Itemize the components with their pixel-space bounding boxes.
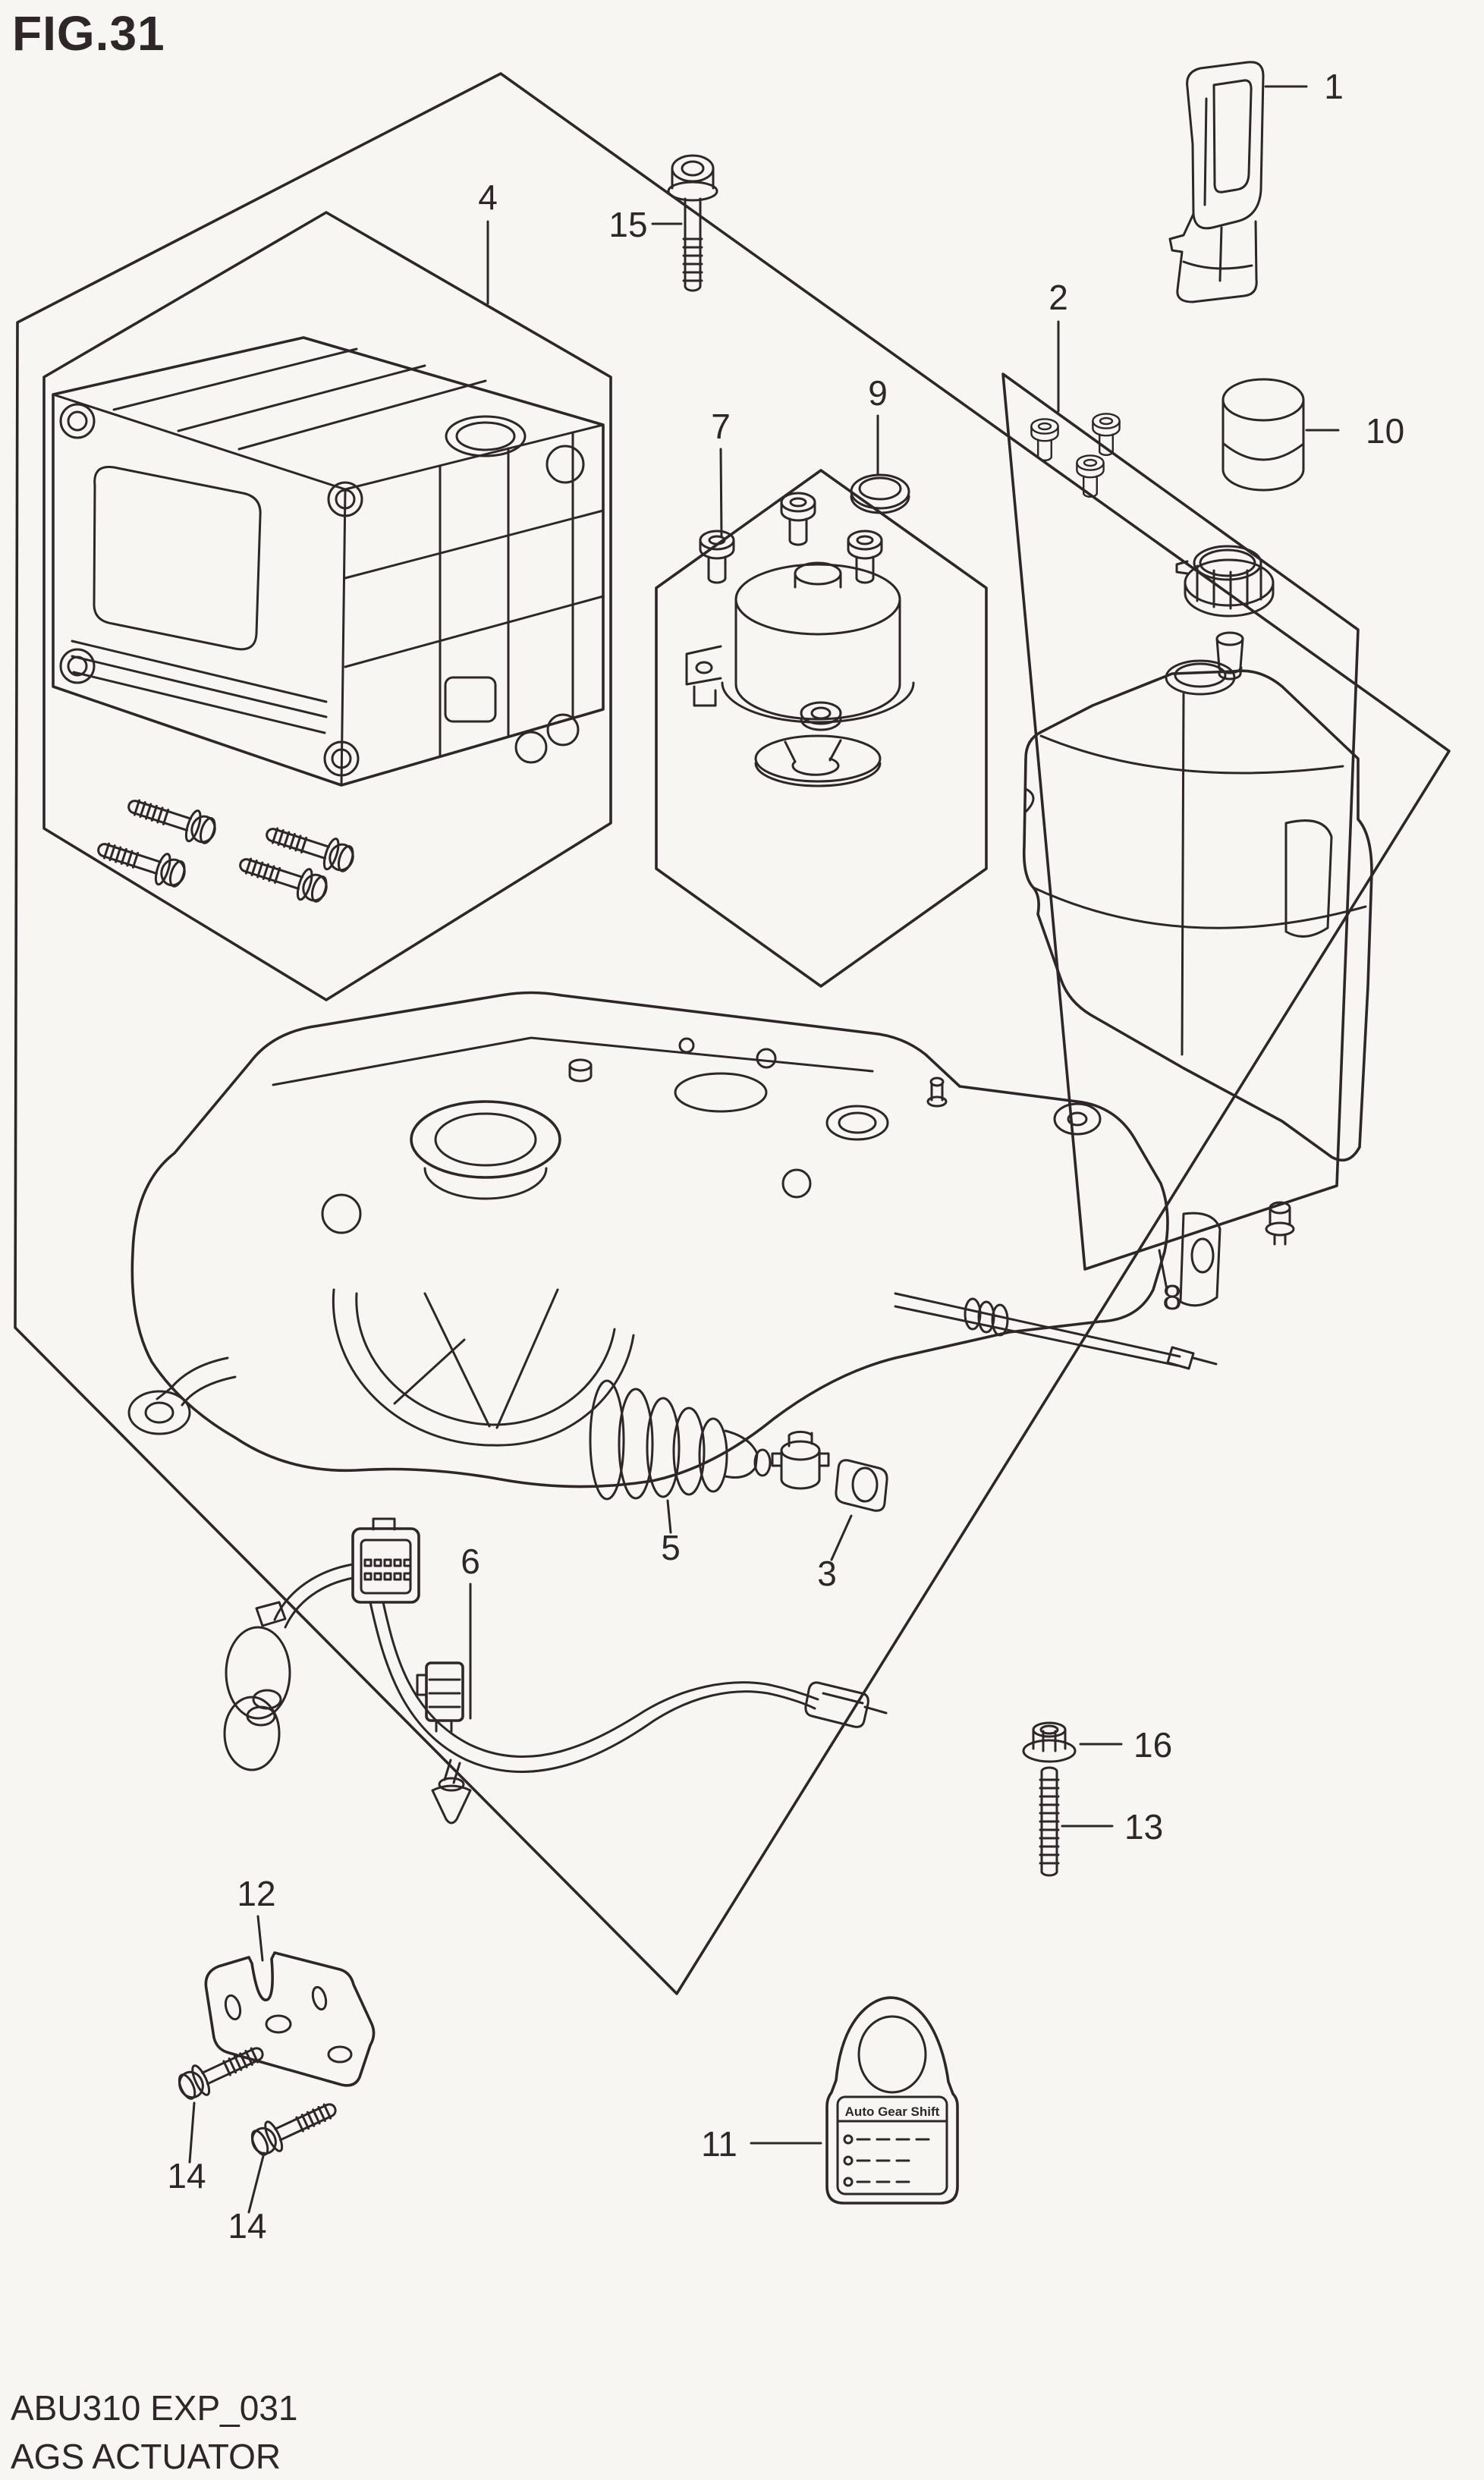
callout-8: 8 — [1162, 1278, 1182, 1317]
callout-2: 2 — [1049, 278, 1068, 317]
mount-bracket — [204, 1951, 376, 2087]
callout-16: 16 — [1133, 1725, 1172, 1765]
callout-7: 7 — [711, 407, 731, 446]
wiring-harness — [223, 1517, 888, 1825]
callout-5: 5 — [661, 1528, 681, 1567]
bracket-bolts — [173, 2035, 343, 2161]
joint-set — [771, 1430, 888, 1512]
callout-9: 9 — [868, 373, 888, 413]
footer-title: AGS ACTUATOR — [11, 2437, 281, 2476]
figure-title: FIG.31 — [12, 6, 165, 61]
grommet — [850, 473, 910, 514]
motor-panel — [655, 469, 988, 988]
outer-boundary — [14, 72, 1451, 1995]
stay-bracket — [1168, 61, 1265, 303]
callout-leaders — [188, 85, 1340, 2214]
stud-bolt — [1039, 1766, 1060, 1877]
controller-box — [52, 336, 605, 787]
callout-12: 12 — [237, 1874, 275, 1913]
controller-panel — [42, 211, 612, 1001]
callout-numbers: 1 2 3 4 5 6 7 8 9 10 11 12 13 14 14 15 1… — [167, 67, 1404, 2246]
reservoir-panel — [1001, 372, 1373, 1271]
controller-bolts — [93, 788, 359, 908]
motor — [685, 561, 915, 724]
long-bolt — [667, 154, 718, 292]
caution-tag: Auto Gear Shift — [825, 1996, 959, 2205]
boot — [589, 1379, 772, 1501]
callout-11: 11 — [701, 2124, 737, 2164]
footer: ABU310 EXP_031 AGS ACTUATOR — [11, 2388, 298, 2476]
tag-title: Auto Gear Shift — [845, 2104, 940, 2119]
reservoir-cap — [1175, 545, 1275, 618]
callout-10: 10 — [1366, 411, 1404, 451]
callout-14b: 14 — [228, 2206, 266, 2246]
callout-14a: 14 — [167, 2156, 206, 2196]
callout-3: 3 — [817, 1554, 837, 1593]
footer-code: ABU310 EXP_031 — [11, 2388, 298, 2428]
flange-nut — [1022, 1721, 1077, 1763]
tank-bolt — [1265, 1201, 1295, 1246]
callout-13: 13 — [1124, 1807, 1163, 1847]
callout-15: 15 — [608, 205, 647, 244]
callout-4: 4 — [478, 178, 498, 217]
motor-plate — [754, 734, 882, 787]
motor-nut — [800, 701, 842, 731]
callout-6: 6 — [461, 1542, 480, 1581]
tag-lines — [843, 2134, 930, 2187]
cap — [1221, 378, 1305, 492]
callout-1: 1 — [1324, 67, 1344, 106]
actuator-body — [127, 991, 1221, 1488]
reservoir-tank — [1022, 659, 1373, 1162]
